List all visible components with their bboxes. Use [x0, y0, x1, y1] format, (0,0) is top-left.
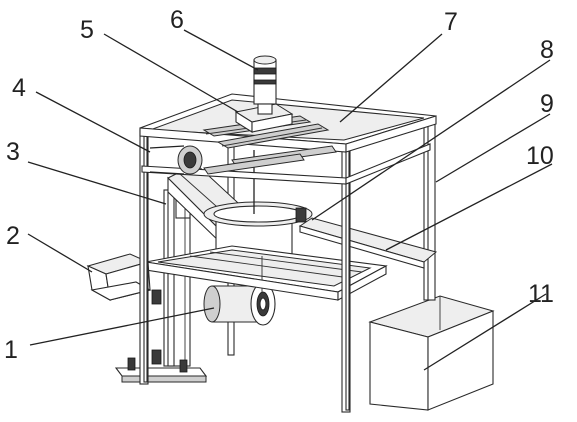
label-11: 11	[528, 280, 554, 308]
feed-hopper	[86, 253, 152, 302]
discharge-slide	[298, 217, 438, 269]
label-10: 10	[526, 142, 554, 170]
collection-box	[368, 295, 495, 411]
label-5: 5	[80, 16, 94, 44]
label-6: 6	[170, 6, 184, 34]
label-4: 4	[12, 74, 26, 102]
elevator-column	[151, 187, 191, 367]
label-1: 1	[4, 336, 18, 364]
label-7: 7	[444, 8, 458, 36]
label-8: 8	[540, 36, 554, 64]
motor	[253, 55, 277, 115]
drum-roller	[203, 282, 276, 326]
middle-platform	[145, 245, 388, 301]
label-2: 2	[6, 222, 20, 250]
part-labels: 1 2 3 4 5 6 7 8 9 10 11	[4, 6, 554, 364]
label-9: 9	[540, 90, 554, 118]
leader-lines	[27, 29, 553, 371]
label-3: 3	[6, 138, 20, 166]
belt-wheel	[149, 145, 203, 175]
